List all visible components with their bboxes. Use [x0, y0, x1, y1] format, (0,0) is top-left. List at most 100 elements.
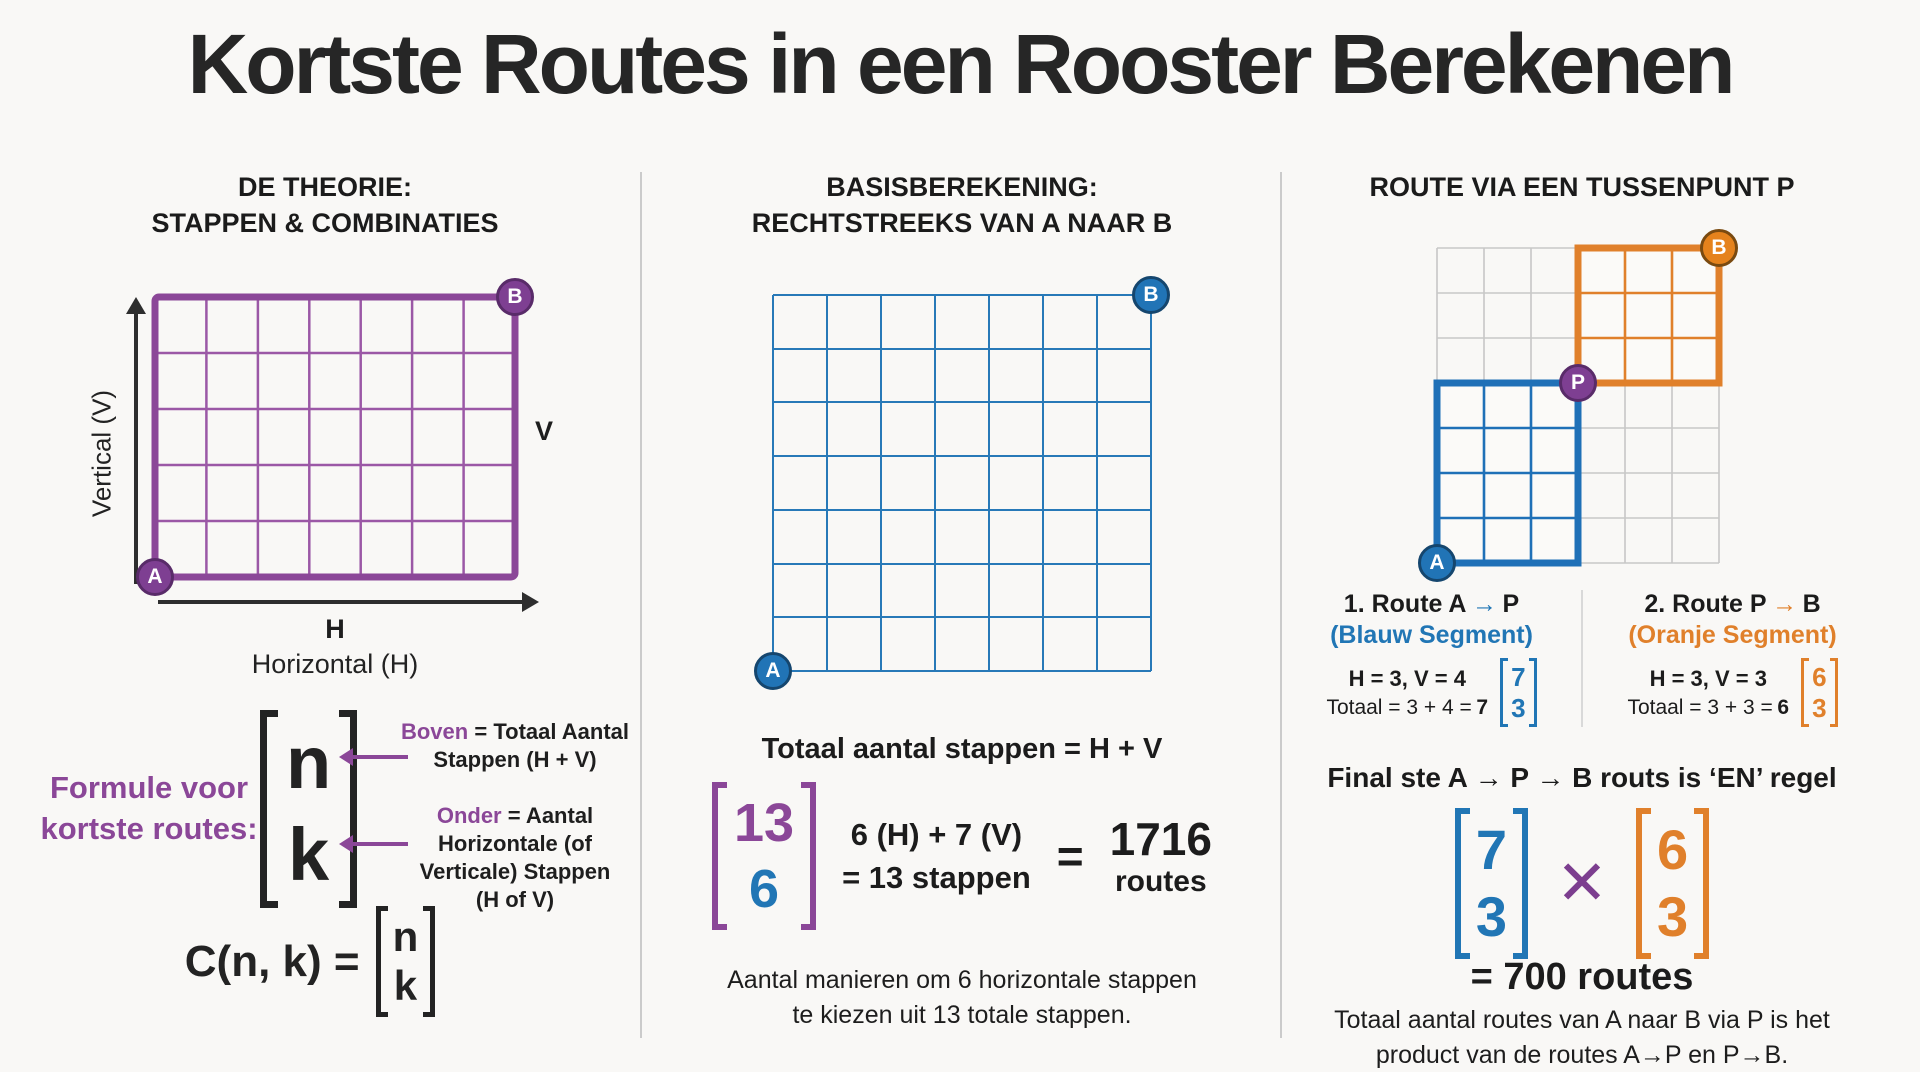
basic-grid: B A — [754, 276, 1170, 690]
route2-title: 2. Route P→B — [1589, 590, 1876, 619]
route2-values: H = 3, V = 3 Totaal = 3 + 3 =6 — [1627, 666, 1789, 720]
cnk-prefix: C(n, k) = — [184, 936, 360, 986]
boven-line2: Stappen (H + V) — [433, 747, 597, 773]
calc-result: 1716 routes — [1110, 814, 1212, 898]
theory-grid-svg — [151, 293, 519, 581]
v-axis-arrow — [126, 297, 146, 584]
final-multiplication: 7 3 ✕ 6 3 — [1282, 808, 1882, 959]
final-vector-ap-bottom: 3 — [1475, 885, 1508, 948]
boven-pointer-arrow — [339, 748, 408, 766]
calc-steps-line2: = 13 stappen — [842, 860, 1031, 895]
panel-divider — [1280, 172, 1282, 1038]
route1-vector-bottom: 3 — [1511, 693, 1526, 723]
calc-row: 13 6 6 (H) + 7 (V) = 13 stappen = 1716 r… — [642, 782, 1282, 930]
steps-heading: Totaal aantal stappen = H + V — [761, 733, 1163, 765]
route1-values: H = 3, V = 4 Totaal = 3 + 4 =7 — [1326, 666, 1488, 720]
boven-term: Boven — [400, 719, 469, 744]
formula-label: Formule voor kortste routes: — [30, 768, 268, 850]
calc-result-unit: routes — [1114, 864, 1207, 898]
route2-vector-top: 6 — [1812, 662, 1827, 692]
via-footnote-line2: product van de routes A→P en P→B. — [1375, 1040, 1789, 1069]
theory-grid: B A — [136, 278, 534, 596]
calc-vector-bottom: 6 — [749, 859, 780, 919]
basic-node-b: B — [1132, 276, 1170, 314]
route2-vector-bottom: 3 — [1812, 693, 1827, 723]
via-node-a: A — [1418, 544, 1456, 582]
multiply-icon: ✕ — [1556, 848, 1608, 918]
route1-subtitle: (Blauw Segment) — [1330, 621, 1533, 649]
route1-total: Totaal = 3 + 4 =7 — [1326, 696, 1488, 720]
onder-line2: Horizontale (of — [438, 831, 592, 857]
panel-theory: DE THEORIE: STAPPEN & COMBINATIES Vertic… — [30, 170, 629, 1060]
basic-grid-svg — [772, 294, 1152, 672]
onder-line4: (H of V) — [475, 887, 555, 913]
route1-hv: H = 3, V = 4 — [1348, 665, 1466, 691]
via-node-b: B — [1700, 229, 1738, 267]
basic-caption-line2: te kiezen uit 13 totale stappen. — [792, 1000, 1132, 1029]
h-axis-label: Horizontal (H) — [251, 649, 419, 679]
route2-vector: 6 3 — [1801, 658, 1839, 727]
theory-heading-line2: STAPPEN & COMBINATIES — [151, 207, 499, 238]
v-axis-label: Vertical (V) — [86, 389, 117, 518]
final-vector-pb-bottom: 3 — [1656, 885, 1689, 948]
nk-bottom: k — [288, 813, 330, 896]
onder-label: Onder= Aantal Horizontale (of Verticale)… — [390, 802, 640, 915]
basic-heading: BASISBEREKENING: RECHTSTREEKS VAN A NAAR… — [642, 170, 1282, 241]
theory-node-a: A — [136, 558, 174, 596]
route1-arrow-icon: → — [1472, 590, 1497, 618]
via-node-p: P — [1559, 364, 1597, 402]
calc-result-value: 1716 — [1109, 813, 1212, 866]
panel-via-p: ROUTE VIA EEN TUSSENPUNT P — [1282, 170, 1882, 1069]
h-axis-labels: H Horizontal (H) — [155, 614, 515, 680]
nk-top: n — [286, 721, 332, 804]
route1-total-value: 7 — [1476, 695, 1489, 719]
route1-vector: 7 3 — [1500, 658, 1538, 727]
formula-label-line2: kortste routes: — [40, 810, 258, 846]
cnk-bottom: k — [393, 962, 418, 1009]
h-axis-arrow — [158, 592, 539, 612]
basic-caption-line1: Aantal manieren om 6 horizontale stappen — [727, 966, 1197, 994]
blue-segment-rect — [1433, 379, 1582, 567]
panel-divider — [640, 172, 642, 1038]
final-rule-heading: Final ste A → P → B routs is ‘EN’ regel — [1327, 762, 1837, 793]
route1-calc: H = 3, V = 4 Totaal = 3 + 4 =7 7 3 — [1288, 658, 1575, 727]
theory-heading-line1: DE THEORIE: — [237, 172, 412, 202]
onder-term: Onder — [436, 803, 502, 828]
final-vector-ap: 7 3 — [1454, 808, 1529, 959]
onder-rest: = Aantal — [507, 803, 594, 828]
route1-total-pre: Totaal = 3 + 4 = — [1326, 695, 1472, 719]
h-short-label: H — [325, 614, 345, 644]
route2-hv: H = 3, V = 3 — [1649, 665, 1767, 691]
via-footnote: Totaal aantal routes van A naar B via P … — [1282, 1003, 1882, 1072]
basic-node-a: A — [754, 652, 792, 690]
via-grid-svg — [1433, 244, 1723, 567]
panel-basic: BASISBEREKENING: RECHTSTREEKS VAN A NAAR… — [642, 170, 1282, 1060]
route2-calc: H = 3, V = 3 Totaal = 3 + 3 =6 6 3 — [1589, 658, 1876, 727]
final-vector-pb: 6 3 — [1635, 808, 1710, 959]
orange-segment-rect — [1574, 244, 1723, 387]
route2-arrow-icon: → — [1772, 590, 1798, 618]
page-title: Kortste Routes in een Rooster Berekenen — [187, 17, 1736, 111]
route2-block: 2. Route P→B (Oranje Segment) H = 3, V =… — [1581, 590, 1882, 727]
basic-heading-line2: RECHTSTREEKS VAN A NAAR B — [751, 207, 1173, 238]
calc-steps: 6 (H) + 7 (V) = 13 stappen — [842, 813, 1031, 900]
onder-line1: Onder= Aantal — [390, 802, 640, 830]
final-result: = 700 routes — [1470, 956, 1694, 998]
boven-label: Boven= Totaal Aantal Stappen (H + V) — [390, 718, 640, 774]
v-short-label: V — [535, 416, 554, 446]
calc-vector-top: 13 — [734, 793, 795, 853]
formula-label-line1: Formule voor — [49, 770, 249, 805]
theory-node-b: B — [496, 278, 534, 316]
calc-equals: = — [1056, 830, 1084, 882]
via-footnote-line1: Totaal aantal routes van A naar B via P … — [1334, 1006, 1830, 1034]
route1-title-post: P — [1502, 590, 1520, 618]
final-vector-ap-top: 7 — [1475, 818, 1508, 881]
cnk-formula: C(n, k) = n k — [130, 906, 490, 1017]
basic-caption: Aantal manieren om 6 horizontale stappen… — [642, 963, 1282, 1032]
route1-vector-top: 7 — [1511, 662, 1526, 692]
nk-vector-wrap: n k — [260, 710, 358, 908]
route-columns: 1. Route A→P (Blauw Segment) H = 3, V = … — [1282, 590, 1882, 727]
route2-total-pre: Totaal = 3 + 3 = — [1627, 695, 1773, 719]
route2-subtitle: (Oranje Segment) — [1628, 621, 1837, 649]
